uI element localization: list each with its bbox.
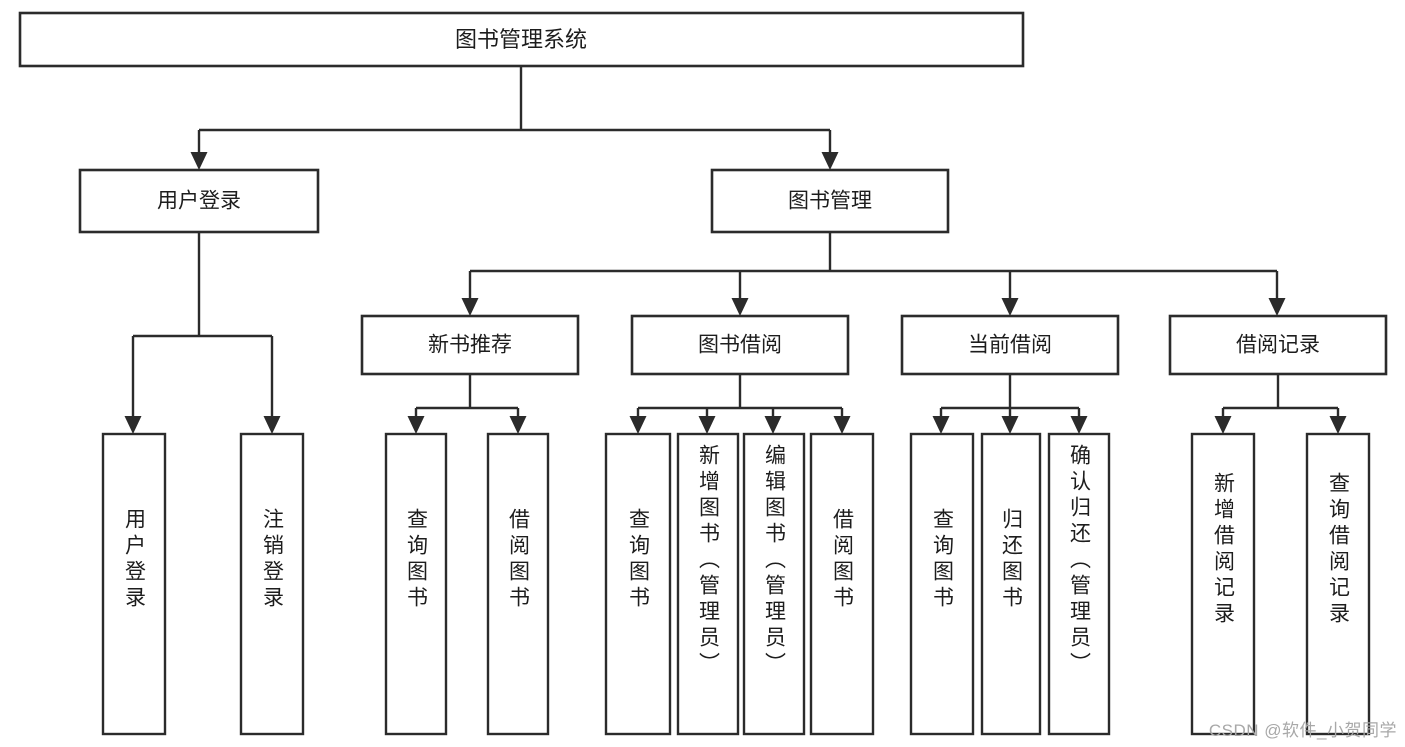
arrow-icon-book-manage-child-1 [461,298,479,316]
node-leaf-query-book-1-box[interactable] [384,432,448,736]
node-leaf-add-record-box[interactable] [1190,432,1256,736]
arrow-icon-borrow-record-leaf-2 [1329,416,1347,434]
node-borrow-record-label: 借阅记录 [1236,334,1320,357]
node-root-box[interactable] [18,11,1025,68]
arrow-icon-book-borrow-leaf-3 [764,416,782,434]
arrow-icon-root-to-user-login [190,152,208,170]
arrow-icon-book-borrow-leaf-1 [629,416,647,434]
node-root-label: 图书管理系统 [455,27,587,52]
node-leaf-borrow-book-2-box[interactable] [809,432,875,736]
watermark-text: CSDN @软件_小贺同学 [1208,721,1397,740]
node-new-book-recommend-box[interactable] [360,314,580,376]
node-book-manage-box[interactable] [710,168,950,234]
arrow-icon-borrow-record-leaf-1 [1214,416,1232,434]
node-current-borrow-box[interactable] [900,314,1120,376]
node-current-borrow-label: 当前借阅 [968,334,1052,357]
node-leaf-query-record-box[interactable] [1305,432,1371,736]
node-leaf-add-book-box[interactable] [676,432,740,736]
node-user-login-label: 用户登录 [157,190,241,213]
arrow-icon-book-manage-child-2 [731,298,749,316]
arrow-icon-current-borrow-leaf-2 [1001,416,1019,434]
node-book-borrow-label: 图书借阅 [698,334,782,357]
node-leaf-borrow-book-1-box[interactable] [486,432,550,736]
node-leaf-query-book-3-box[interactable] [909,432,975,736]
node-leaf-return-book-box[interactable] [980,432,1042,736]
node-leaf-user-login-box[interactable] [101,432,167,736]
node-borrow-record-box[interactable] [1168,314,1388,376]
arrow-icon-new-book-recommend-leaf-2 [509,416,527,434]
arrow-icon-book-manage-child-3 [1001,298,1019,316]
arrow-icon-book-borrow-leaf-4 [833,416,851,434]
arrow-icon-book-borrow-leaf-2 [698,416,716,434]
arrow-icon-user-login-leaf-1 [124,416,142,434]
arrow-icon-book-manage-child-4 [1268,298,1286,316]
node-leaf-logout-login-box[interactable] [239,432,305,736]
arrow-icon-user-login-leaf-2 [263,416,281,434]
node-book-borrow-box[interactable] [630,314,850,376]
node-new-book-recommend-label: 新书推荐 [428,334,512,357]
arrow-icon-current-borrow-leaf-3 [1070,416,1088,434]
node-book-manage-label: 图书管理 [788,190,872,213]
node-leaf-query-book-2-box[interactable] [604,432,672,736]
node-leaf-confirm-return-box[interactable] [1047,432,1111,736]
arrow-icon-new-book-recommend-leaf-1 [407,416,425,434]
arrow-icon-current-borrow-leaf-1 [932,416,950,434]
node-leaf-edit-book-box[interactable] [742,432,806,736]
arrow-icon-root-to-book-manage [821,152,839,170]
